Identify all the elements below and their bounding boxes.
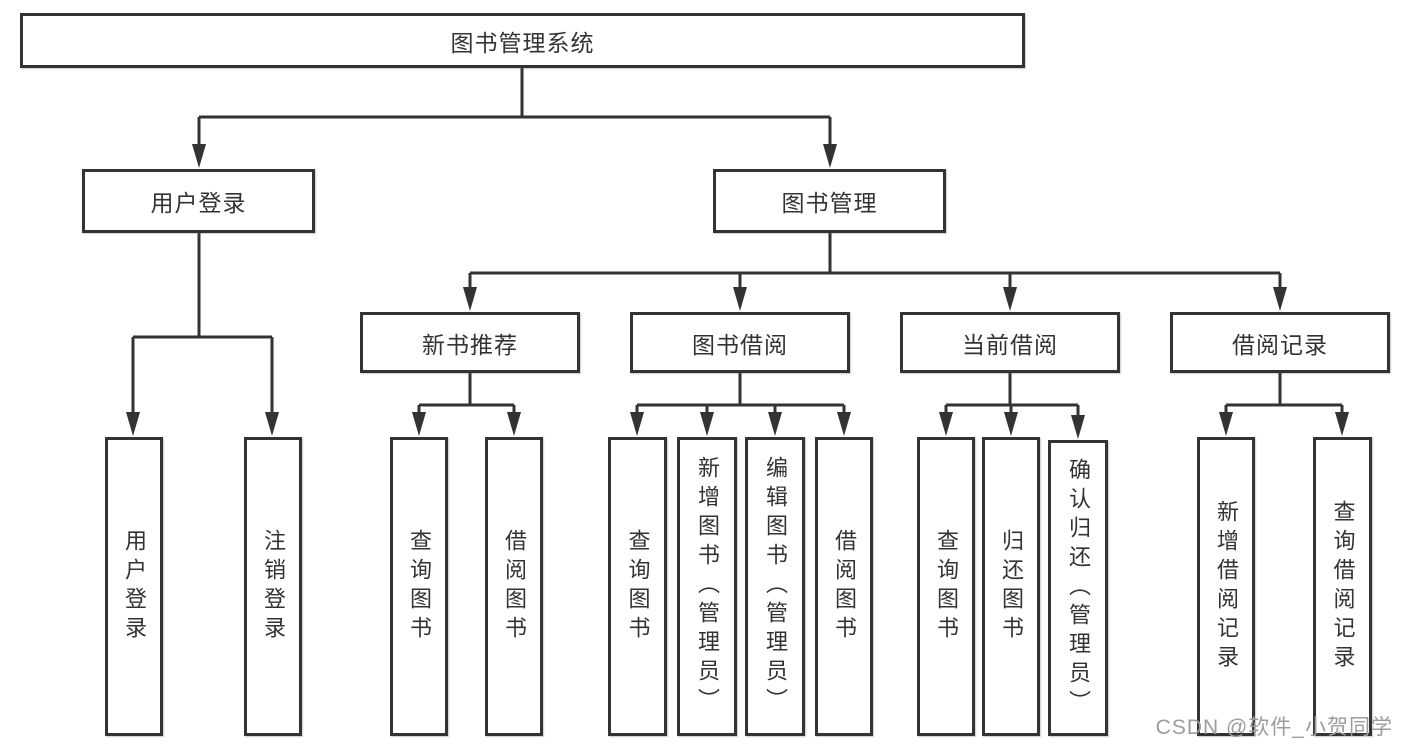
leaf-br-query-record: 查询借阅记录 bbox=[1313, 437, 1372, 736]
node-book-management: 图书管理 bbox=[713, 169, 946, 233]
arrow-down-icon bbox=[823, 117, 837, 168]
leaf-bb-borrow-books: 借阅图书 bbox=[815, 437, 873, 736]
leaf-cb-query-books: 查询图书 bbox=[917, 437, 975, 736]
node-new-book-recommend-label: 新书推荐 bbox=[422, 331, 518, 358]
arrow-down-icon bbox=[630, 405, 644, 436]
arrow-down-icon bbox=[412, 405, 426, 436]
leaf-logout: 注销登录 bbox=[244, 437, 302, 736]
arrow-down-icon bbox=[700, 405, 714, 436]
leaf-nbr-query-books: 查询图书 bbox=[390, 437, 448, 736]
node-book-borrow-label: 图书借阅 bbox=[692, 331, 788, 358]
node-root: 图书管理系统 bbox=[20, 13, 1025, 68]
leaf-cb-confirm-return-admin: 确认归还（管理员） bbox=[1048, 440, 1108, 736]
leaf-nbr-borrow-books: 借阅图书 bbox=[485, 437, 543, 736]
leaf-cb-return-books: 归还图书 bbox=[982, 437, 1040, 736]
arrow-down-icon bbox=[507, 405, 521, 436]
node-user-login: 用户登录 bbox=[82, 169, 315, 233]
arrow-down-icon bbox=[192, 117, 206, 168]
arrow-down-icon bbox=[1219, 405, 1233, 436]
node-root-label: 图书管理系统 bbox=[450, 29, 595, 56]
arrow-down-icon bbox=[1003, 273, 1017, 311]
node-current-borrow-label: 当前借阅 bbox=[962, 331, 1058, 358]
arrow-down-icon bbox=[1335, 405, 1349, 436]
leaf-user-login: 用户登录 bbox=[105, 437, 163, 736]
node-borrow-records-label: 借阅记录 bbox=[1232, 331, 1328, 358]
leaf-bb-edit-books-admin: 编辑图书（管理员） bbox=[745, 437, 805, 736]
arrow-down-icon bbox=[1273, 273, 1287, 311]
arrow-down-icon bbox=[837, 405, 851, 436]
arrow-down-icon bbox=[463, 273, 477, 311]
arrow-down-icon bbox=[939, 405, 953, 436]
leaf-bb-add-books-admin: 新增图书（管理员） bbox=[677, 437, 737, 736]
node-user-login-label: 用户登录 bbox=[150, 190, 247, 216]
node-borrow-records: 借阅记录 bbox=[1170, 312, 1390, 373]
leaf-bb-query-books: 查询图书 bbox=[608, 437, 667, 736]
arrow-down-icon bbox=[126, 337, 140, 436]
node-book-management-label: 图书管理 bbox=[781, 190, 878, 216]
node-new-book-recommend: 新书推荐 bbox=[360, 312, 580, 373]
arrow-down-icon bbox=[768, 405, 782, 436]
leaf-br-add-record: 新增借阅记录 bbox=[1197, 437, 1255, 736]
arrow-down-icon bbox=[733, 273, 747, 311]
arrow-down-icon bbox=[1071, 405, 1085, 439]
watermark: CSDN @软件_小贺同学 bbox=[1155, 716, 1393, 739]
arrow-down-icon bbox=[265, 337, 279, 436]
node-current-borrow: 当前借阅 bbox=[900, 312, 1120, 373]
arrow-down-icon bbox=[1004, 405, 1018, 436]
node-book-borrow: 图书借阅 bbox=[630, 312, 850, 373]
